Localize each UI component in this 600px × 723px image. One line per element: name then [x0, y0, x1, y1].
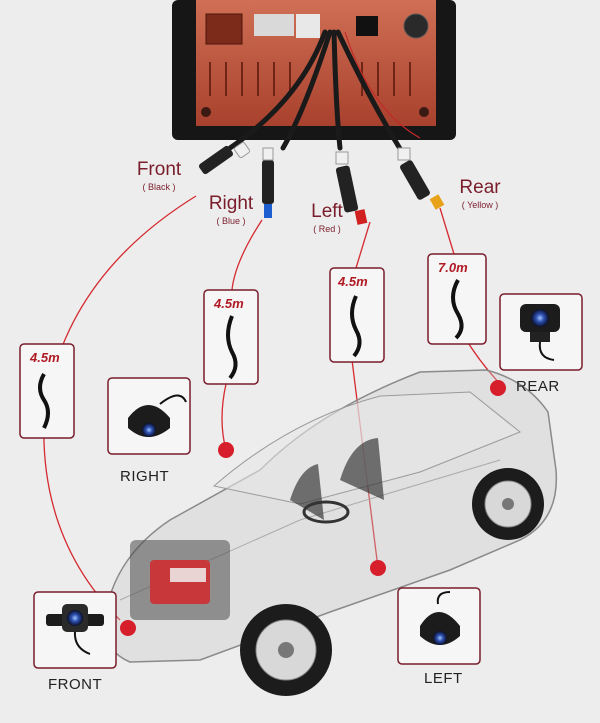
cable-color-rear: ( Yellow )	[461, 200, 499, 210]
cable-label-front: Front ( Black )	[128, 159, 190, 193]
camera-label-rear: REAR	[516, 378, 560, 395]
camera-label-front: FRONT	[48, 676, 103, 693]
mount-dots	[120, 380, 506, 636]
cable-box-front	[19, 343, 75, 439]
connector-left	[335, 151, 368, 225]
camera-box-front	[33, 591, 117, 669]
cable-label-right: Right ( Blue )	[200, 193, 262, 227]
length-front: 4.5m	[30, 350, 60, 365]
camera-icon	[420, 591, 460, 645]
camera-icon	[520, 304, 560, 361]
connector-right	[262, 147, 274, 218]
cable-name-left: Left	[311, 201, 343, 222]
cable-color-front: ( Black )	[142, 182, 176, 192]
camera-label-left: LEFT	[424, 670, 463, 687]
cable-color-left: ( Red )	[313, 224, 341, 234]
cable-box-rear	[427, 253, 487, 345]
camera-icon	[128, 394, 187, 437]
camera-box-rear	[499, 293, 583, 371]
length-rear: 7.0m	[438, 260, 468, 275]
cable-name-front: Front	[136, 159, 182, 180]
front-wheel	[240, 604, 332, 696]
harness	[227, 29, 405, 155]
mount-dot-rear	[490, 380, 506, 396]
camera-icon	[46, 604, 104, 655]
car-xray	[103, 369, 558, 696]
camera-box-left	[397, 587, 481, 665]
camera-box-right	[107, 377, 191, 455]
cable-box-right	[203, 289, 259, 385]
length-left: 4.5m	[338, 274, 368, 289]
mount-dot-front	[120, 620, 136, 636]
cable-name-rear: Rear	[459, 177, 501, 198]
connector-rear	[397, 147, 445, 210]
cable-label-rear: Rear ( Yellow )	[448, 177, 512, 211]
cable-box-left	[329, 267, 385, 363]
cable-name-right: Right	[208, 193, 254, 214]
rear-wheel	[472, 468, 544, 540]
camera-label-right: RIGHT	[120, 468, 170, 485]
connector-front	[198, 141, 251, 175]
mount-dot-left	[370, 560, 386, 576]
mount-dot-right	[218, 442, 234, 458]
length-right: 4.5m	[214, 296, 244, 311]
cable-label-left: Left ( Red )	[296, 201, 358, 235]
head-unit	[172, 0, 456, 140]
cable-color-right: ( Blue )	[216, 216, 246, 226]
